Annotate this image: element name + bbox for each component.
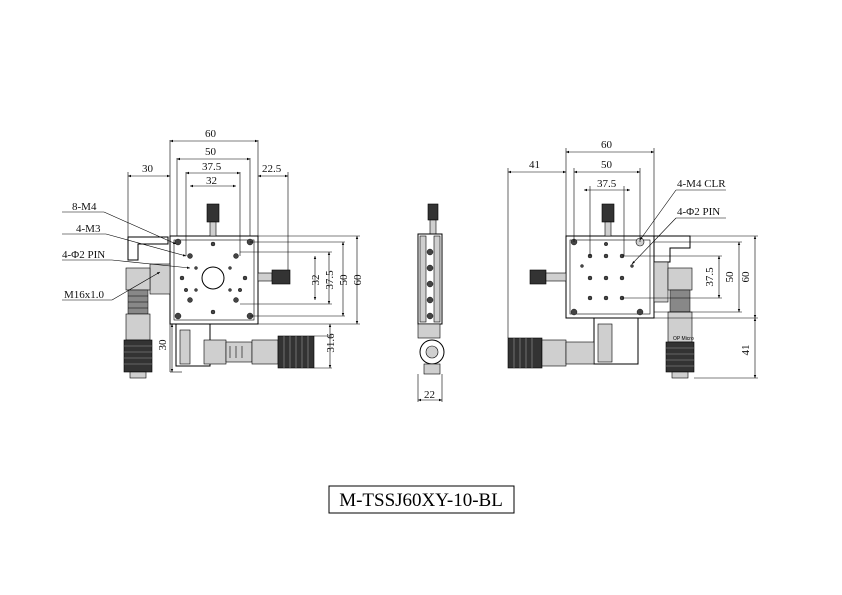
- rear-dim-h50: 50: [724, 271, 736, 283]
- callout-rear-pin: 4-Φ2 PIN: [677, 206, 720, 218]
- rear-micrometer-horizontal: [507, 337, 595, 369]
- front-dim-50: 50: [205, 146, 217, 158]
- callout-8-m4: 8-M4: [72, 201, 97, 213]
- rear-dim-37-5: 37.5: [597, 178, 617, 190]
- front-top-dimensions: [127, 139, 289, 270]
- front-dim-h50: 50: [338, 274, 350, 286]
- side-view: 22: [417, 203, 445, 402]
- callout-4-pin: 4-Φ2 PIN: [62, 249, 105, 261]
- front-stage-inner: [173, 239, 255, 321]
- front-callout-leaders: [62, 211, 191, 301]
- rear-knob-left: [529, 269, 547, 285]
- front-micrometer-vertical: [123, 267, 153, 379]
- rear-top-dimensions: [507, 148, 655, 338]
- rear-callout-leaders: [631, 189, 726, 265]
- callout-4-m3: 4-M3: [76, 223, 101, 235]
- rear-stage-plate: [565, 235, 655, 319]
- rear-dim-h37-5: 37.5: [704, 267, 716, 287]
- lock-knob-top: [206, 203, 220, 223]
- front-dim-h31-6: 31.6: [325, 333, 337, 353]
- rear-dim-50: 50: [601, 159, 613, 171]
- front-dim-h32: 32: [310, 275, 322, 286]
- front-dim-60: 60: [205, 128, 217, 140]
- front-right-dimensions: [169, 235, 360, 373]
- callout-m16: M16x1.0: [64, 289, 105, 301]
- model-box: [328, 485, 515, 514]
- rear-dim-60: 60: [601, 139, 613, 151]
- front-dim-32: 32: [206, 175, 217, 187]
- front-view: 60 50 37.5 32 30 22.5 60 50 37.5 32: [62, 128, 364, 379]
- center-bore: [201, 266, 225, 290]
- front-dim-22-5: 22.5: [262, 163, 282, 175]
- side-dim-22: 22: [424, 389, 435, 401]
- front-dim-30: 30: [142, 163, 154, 175]
- rear-dim-41: 41: [529, 159, 540, 171]
- rear-dim-h60: 60: [740, 271, 752, 283]
- front-dim-h60: 60: [352, 274, 364, 286]
- lock-knob-right: [271, 269, 291, 285]
- side-knob: [427, 203, 439, 221]
- front-stage-plate: [169, 235, 259, 325]
- callout-rear-clr: 4-M4 CLR: [677, 178, 726, 190]
- model-number: M-TSSJ60XY-10-BL: [339, 490, 503, 511]
- rear-bracket: [653, 235, 691, 263]
- front-dim-37-5: 37.5: [202, 161, 222, 173]
- front-micrometer-horizontal: [203, 335, 315, 369]
- rear-brand-mark: OP Micro: [673, 336, 694, 342]
- rear-micrometer-vertical: OP Micro: [665, 267, 695, 379]
- rear-dim-h41: 41: [740, 345, 752, 356]
- rear-right-dimensions: [622, 235, 758, 379]
- rear-holes: [570, 237, 645, 316]
- rear-view: OP Micro: [507, 139, 758, 379]
- front-dim-h30: 30: [157, 339, 169, 351]
- rear-knob-top: [601, 203, 615, 223]
- front-dim-h37-5: 37.5: [324, 270, 336, 290]
- left-bracket: [127, 236, 169, 261]
